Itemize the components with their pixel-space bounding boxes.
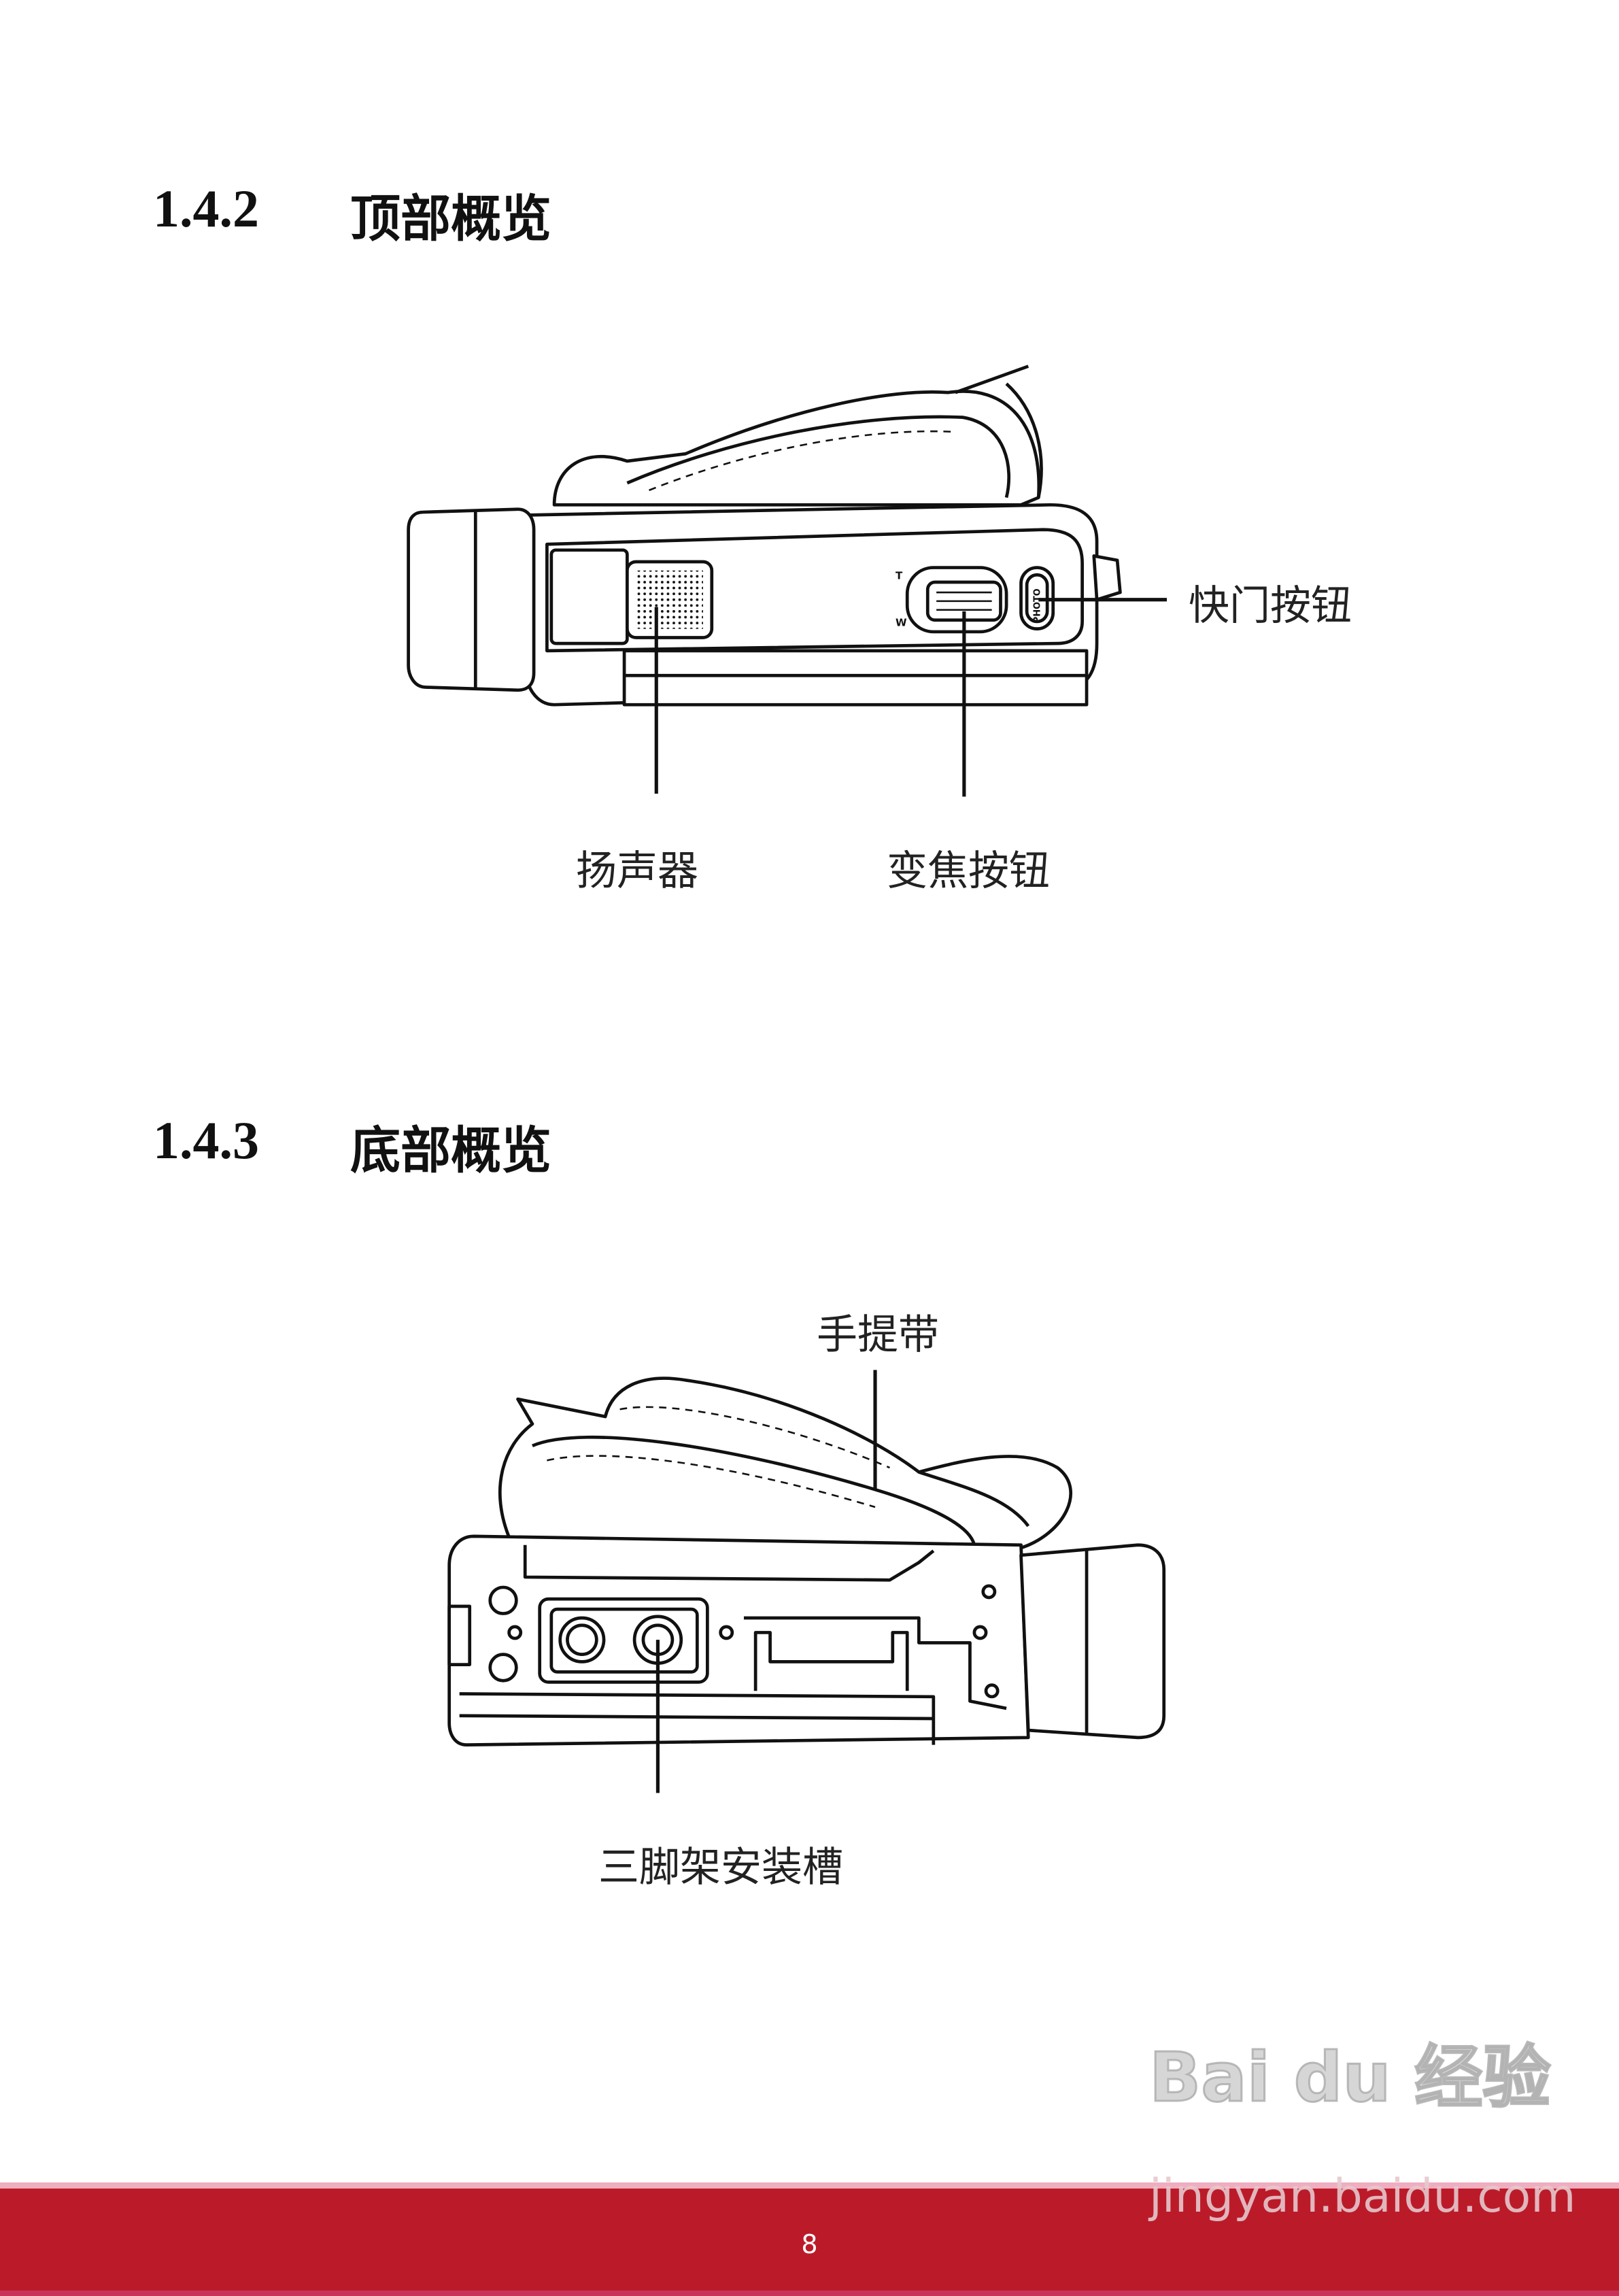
leader-lines-top <box>654 598 1168 797</box>
page-number: 8 <box>801 2229 818 2259</box>
camera-bottom-view <box>447 1377 1166 1746</box>
label-zoom-button: 变焦按钮 <box>887 847 1050 895</box>
photo-marking: PHOTO <box>1032 588 1042 623</box>
wide-marking: W <box>896 616 907 628</box>
tele-marking: T <box>896 570 903 582</box>
label-shutter-button: 快门按钮 <box>1189 582 1352 630</box>
section-title-bottom-overview: 底部概览 <box>350 1121 551 1180</box>
label-speaker: 扬声器 <box>576 847 698 895</box>
label-tripod-socket: 三脚架安装槽 <box>598 1844 843 1891</box>
camera-top-view <box>407 365 1122 707</box>
label-hand-strap: 手提带 <box>817 1311 939 1359</box>
watermark-url: jingyan.baidu.com <box>1149 2170 1576 2223</box>
leader-lines-bottom <box>655 1370 877 1793</box>
section-title-top-overview: 顶部概览 <box>350 190 551 248</box>
section-number-1-4-2: 1.4.2 <box>153 179 259 238</box>
section-number-1-4-3: 1.4.3 <box>153 1111 259 1170</box>
watermark-logo: Bai du 经验 <box>1148 2038 1551 2117</box>
